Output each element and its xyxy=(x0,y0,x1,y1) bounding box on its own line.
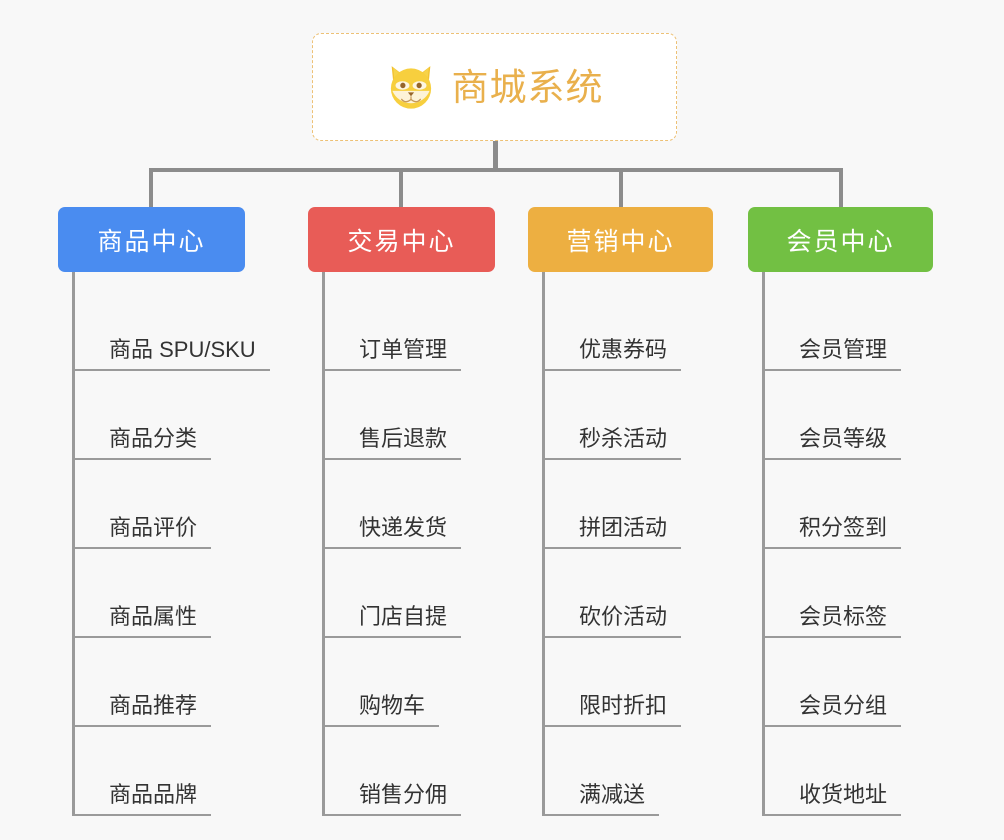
branch-column-product: 商品中心 商品 SPU/SKU 商品分类 商品评价 商品属性 商品推荐 商品品牌 xyxy=(58,207,273,816)
list-item[interactable]: 满减送 xyxy=(542,727,743,816)
list-item[interactable]: 会员等级 xyxy=(762,371,963,460)
leaf-label: 快递发货 xyxy=(322,515,462,549)
connector-drop-3 xyxy=(619,168,623,208)
leaf-label: 拼团活动 xyxy=(542,515,682,549)
leaf-list-marketing: 优惠券码 秒杀活动 拼团活动 砍价活动 限时折扣 满减送 xyxy=(542,272,743,816)
connector-bus xyxy=(149,168,843,172)
list-item[interactable]: 商品 SPU/SKU xyxy=(72,282,273,371)
leaf-label: 满减送 xyxy=(542,782,660,816)
list-item[interactable]: 限时折扣 xyxy=(542,638,743,727)
leaf-label: 订单管理 xyxy=(322,337,462,371)
list-item[interactable]: 会员分组 xyxy=(762,638,963,727)
list-item[interactable]: 收货地址 xyxy=(762,727,963,816)
list-item[interactable]: 订单管理 xyxy=(322,282,523,371)
category-title: 交易中心 xyxy=(347,227,456,256)
list-item[interactable]: 积分签到 xyxy=(762,460,963,549)
list-item[interactable]: 商品评价 xyxy=(72,460,273,549)
list-item[interactable]: 快递发货 xyxy=(322,460,523,549)
connector-drop-1 xyxy=(149,168,153,208)
leaf-label: 优惠券码 xyxy=(542,337,682,371)
list-item[interactable]: 销售分佣 xyxy=(322,727,523,816)
root-title: 商城系统 xyxy=(451,66,604,108)
leaf-label: 收货地址 xyxy=(762,782,902,816)
list-item[interactable]: 会员管理 xyxy=(762,282,963,371)
leaf-label: 商品 SPU/SKU xyxy=(72,337,270,371)
leaf-list-member: 会员管理 会员等级 积分签到 会员标签 会员分组 收货地址 xyxy=(762,272,963,816)
leaf-label: 商品评价 xyxy=(72,515,212,549)
leaf-label: 门店自提 xyxy=(322,604,462,638)
list-item[interactable]: 门店自提 xyxy=(322,549,523,638)
list-item[interactable]: 商品分类 xyxy=(72,371,273,460)
list-item[interactable]: 商品品牌 xyxy=(72,727,273,816)
leaf-label: 会员分组 xyxy=(762,693,902,727)
branch-column-member: 会员中心 会员管理 会员等级 积分签到 会员标签 会员分组 收货地址 xyxy=(748,207,963,816)
list-item[interactable]: 商品属性 xyxy=(72,549,273,638)
shiba-dog-icon xyxy=(390,66,431,109)
category-title: 营销中心 xyxy=(566,227,675,256)
leaf-label: 商品属性 xyxy=(72,604,212,638)
leaf-label: 销售分佣 xyxy=(322,782,462,816)
leaf-label: 会员管理 xyxy=(762,337,902,371)
leaf-label: 商品分类 xyxy=(72,426,212,460)
leaf-label: 积分签到 xyxy=(762,515,902,549)
leaf-label: 商品品牌 xyxy=(72,782,212,816)
category-header-product[interactable]: 商品中心 xyxy=(58,207,245,272)
list-item[interactable]: 会员标签 xyxy=(762,549,963,638)
leaf-label: 限时折扣 xyxy=(542,693,682,727)
category-header-trade[interactable]: 交易中心 xyxy=(308,207,495,272)
leaf-label: 售后退款 xyxy=(322,426,462,460)
list-item[interactable]: 购物车 xyxy=(322,638,523,727)
leaf-label: 会员标签 xyxy=(762,604,902,638)
list-item[interactable]: 商品推荐 xyxy=(72,638,273,727)
category-header-marketing[interactable]: 营销中心 xyxy=(528,207,713,272)
leaf-label: 会员等级 xyxy=(762,426,902,460)
leaf-label: 购物车 xyxy=(322,693,440,727)
leaf-list-trade: 订单管理 售后退款 快递发货 门店自提 购物车 销售分佣 xyxy=(322,272,523,816)
leaf-label: 商品推荐 xyxy=(72,693,212,727)
connector-drop-4 xyxy=(839,168,843,208)
category-header-member[interactable]: 会员中心 xyxy=(748,207,933,272)
category-title: 会员中心 xyxy=(786,227,895,256)
leaf-label: 秒杀活动 xyxy=(542,426,682,460)
list-item[interactable]: 拼团活动 xyxy=(542,460,743,549)
connector-root-stem xyxy=(493,141,498,172)
connector-drop-2 xyxy=(399,168,403,208)
leaf-list-product: 商品 SPU/SKU 商品分类 商品评价 商品属性 商品推荐 商品品牌 xyxy=(72,272,273,816)
branch-column-marketing: 营销中心 优惠券码 秒杀活动 拼团活动 砍价活动 限时折扣 满减送 xyxy=(528,207,743,816)
leaf-label: 砍价活动 xyxy=(542,604,682,638)
list-item[interactable]: 秒杀活动 xyxy=(542,371,743,460)
list-item[interactable]: 售后退款 xyxy=(322,371,523,460)
list-item[interactable]: 砍价活动 xyxy=(542,549,743,638)
branch-column-trade: 交易中心 订单管理 售后退款 快递发货 门店自提 购物车 销售分佣 xyxy=(308,207,523,816)
category-title: 商品中心 xyxy=(97,227,206,256)
list-item[interactable]: 优惠券码 xyxy=(542,282,743,371)
root-node[interactable]: 商城系统 xyxy=(312,33,677,141)
